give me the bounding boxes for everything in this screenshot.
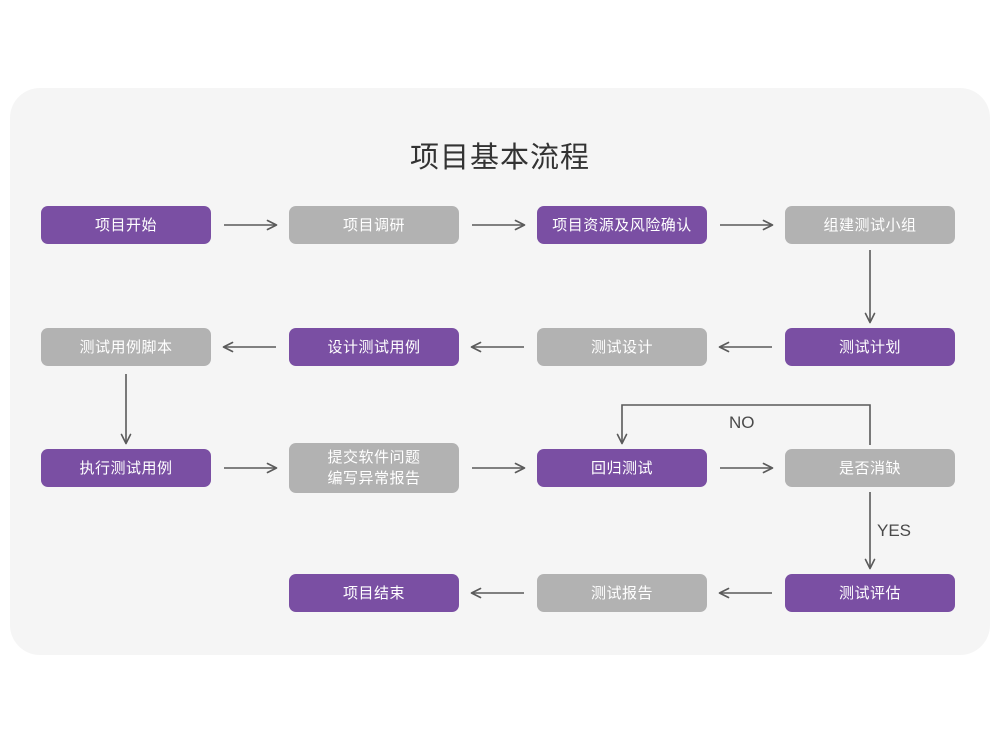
flow-node-n4[interactable]: 组建测试小组 — [785, 206, 955, 244]
flow-node-n3[interactable]: 项目资源及风险确认 — [537, 206, 707, 244]
edge-label-yes: YES — [877, 521, 912, 540]
flow-node-n2[interactable]: 项目调研 — [289, 206, 459, 244]
flow-node-n5[interactable]: 测试计划 — [785, 328, 955, 366]
flow-node-n9[interactable]: 执行测试用例 — [41, 449, 211, 487]
flow-node-n6[interactable]: 测试设计 — [537, 328, 707, 366]
flow-node-n12[interactable]: 是否消缺 — [785, 449, 955, 487]
flow-node-n15[interactable]: 项目结束 — [289, 574, 459, 612]
edge-label-no: NO — [729, 413, 755, 432]
page-title: 项目基本流程 — [409, 140, 590, 174]
flow-node-n13[interactable]: 测试评估 — [785, 574, 955, 612]
flow-node-n1[interactable]: 项目开始 — [41, 206, 211, 244]
flow-node-n14[interactable]: 测试报告 — [537, 574, 707, 612]
flowchart-card — [10, 88, 990, 655]
flow-node-n10[interactable]: 提交软件问题 编写异常报告 — [289, 443, 459, 493]
flow-node-n11[interactable]: 回归测试 — [537, 449, 707, 487]
flow-node-n8[interactable]: 测试用例脚本 — [41, 328, 211, 366]
flow-node-n7[interactable]: 设计测试用例 — [289, 328, 459, 366]
